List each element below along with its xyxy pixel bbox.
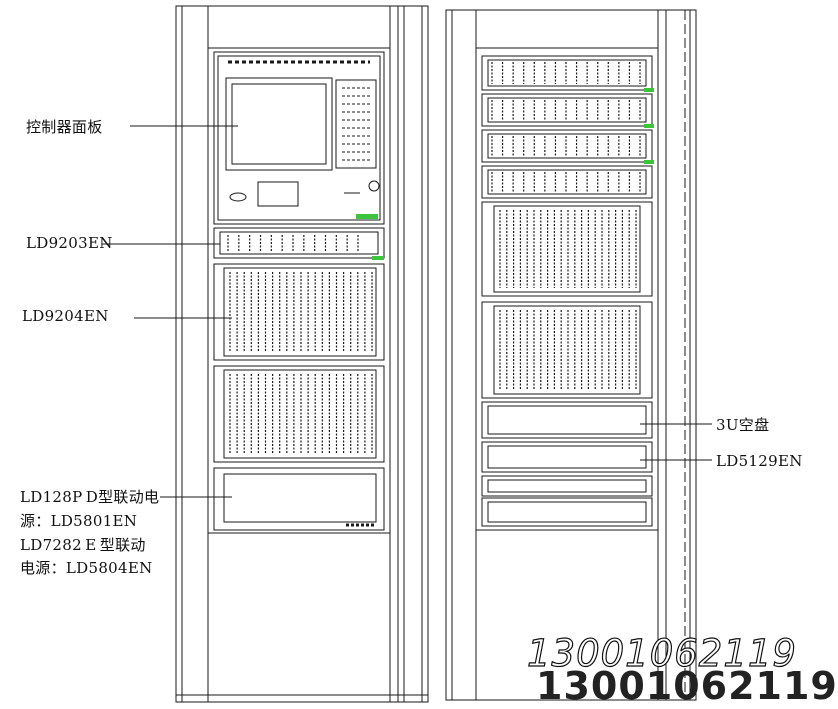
key-lock xyxy=(229,192,247,202)
right-module-indicators xyxy=(644,88,654,164)
panel-indicator-green xyxy=(356,214,378,219)
ld9203en-module xyxy=(213,227,385,259)
ld9204en-module-upper xyxy=(213,263,385,361)
leader-lines xyxy=(102,125,712,498)
printer-slot xyxy=(257,181,299,207)
label-blank-3u: 3U空盘 xyxy=(716,416,770,434)
right-blank-panels xyxy=(481,401,653,527)
right-ld9204en-upper xyxy=(481,201,653,297)
left-cabinet xyxy=(175,5,429,703)
power-supply-panel xyxy=(213,467,385,531)
right-ld9204en-lower xyxy=(481,301,653,399)
watermark-phone-italic: 13001062119 xyxy=(526,631,797,675)
controller-panel xyxy=(213,51,385,225)
label-power-line2: 源：LD5801EN xyxy=(20,512,138,530)
ld9204en-module-lower xyxy=(213,365,385,463)
label-power-line3: LD7282 E 型联动 xyxy=(20,536,146,554)
lcd-screen xyxy=(225,77,333,171)
ld9203en-indicator-green xyxy=(372,256,384,260)
ld9203en-modules-stack xyxy=(481,55,653,199)
label-power-line1: LD128P D型联动电 xyxy=(20,488,160,506)
cabinet-drawing xyxy=(102,5,712,703)
label-ld9204en: LD9204EN xyxy=(22,307,109,325)
label-power-line4: 电源：LD5804EN xyxy=(20,559,153,577)
panel-knob xyxy=(368,180,380,192)
panel-keypad xyxy=(335,79,377,169)
right-cabinet xyxy=(445,9,697,701)
watermark-phone-bold: 13001062119 xyxy=(536,664,838,708)
label-ld5129en: LD5129EN xyxy=(716,452,803,470)
label-controller-panel: 控制器面板 xyxy=(26,118,103,136)
label-ld9203en: LD9203EN xyxy=(26,234,113,252)
